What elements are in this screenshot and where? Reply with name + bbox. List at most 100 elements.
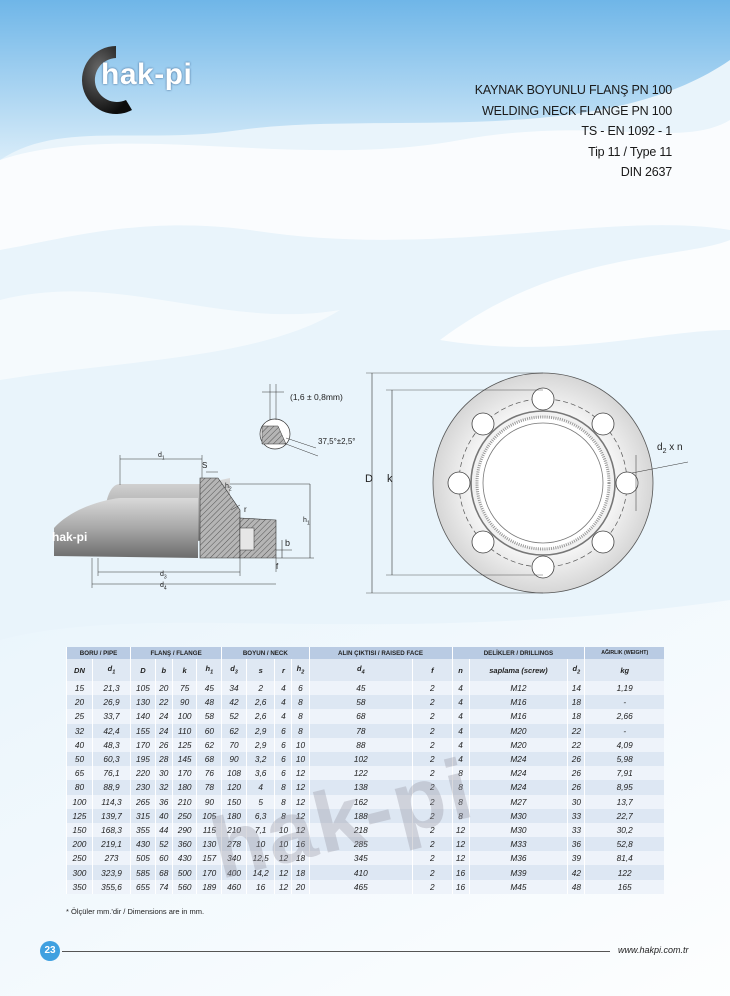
column-header: f <box>412 659 452 681</box>
table-cell: 165 <box>584 879 664 894</box>
table-cell: 12 <box>451 822 470 838</box>
table-cell: 2 <box>412 808 452 823</box>
table-cell: 6 <box>291 681 309 696</box>
title-line-din: DIN 2637 <box>620 165 672 179</box>
column-header: kg <box>584 659 664 681</box>
table-cell: 65 <box>66 766 93 781</box>
table-cell: 78 <box>308 723 413 738</box>
table-cell: M36 <box>468 851 568 866</box>
table-cell: 180 <box>221 808 247 823</box>
table-cell: 285 <box>308 837 413 852</box>
table-cell: 16 <box>245 879 275 894</box>
table-cell: 219,1 <box>91 837 131 852</box>
table-cell: 168,3 <box>91 822 131 838</box>
table-cell: 8 <box>451 794 470 809</box>
table-cell: 355,6 <box>91 879 131 894</box>
table-cell: 2,9 <box>245 737 275 752</box>
flange-technical-drawing <box>54 372 689 594</box>
table-cell: 12 <box>291 766 309 781</box>
table-cell: 340 <box>221 851 247 866</box>
table-cell: 10 <box>291 751 309 767</box>
table-cell: 2 <box>412 737 452 752</box>
table-cell: 68 <box>154 865 173 880</box>
flange-side-view <box>54 455 314 588</box>
table-cell: 20 <box>66 695 93 710</box>
table-cell: 12 <box>291 780 309 795</box>
table-cell: 12 <box>274 879 292 894</box>
table-cell: 14 <box>567 681 585 696</box>
table-cell: M24 <box>468 780 568 795</box>
table-cell: 170 <box>196 865 222 880</box>
table-cell: 350 <box>66 879 93 894</box>
dim-D: D <box>365 473 373 485</box>
table-cell: M30 <box>468 808 568 823</box>
table-cell: 430 <box>130 837 156 852</box>
table-cell: 8 <box>291 723 309 738</box>
table-cell: 40 <box>66 737 93 752</box>
column-header: r <box>274 659 292 681</box>
table-cell: 3,2 <box>245 751 275 767</box>
dim-r: r <box>244 505 247 514</box>
website-link[interactable]: www.hakpi.com.tr <box>618 945 689 955</box>
table-cell: 4 <box>451 723 470 738</box>
table-cell: 500 <box>171 865 197 880</box>
table-cell: 12 <box>274 865 292 880</box>
table-cell: 10 <box>245 837 275 852</box>
table-cell: 355 <box>130 822 156 838</box>
table-cell: 4,09 <box>584 737 664 752</box>
table-cell: 230 <box>130 780 156 795</box>
table-cell: 90 <box>221 751 247 767</box>
table-cell: 108 <box>221 766 247 781</box>
table-cell: 68 <box>196 751 222 767</box>
title-line-tr: KAYNAK BOYUNLU FLANŞ PN 100 <box>474 83 672 97</box>
title-line-en: WELDING NECK FLANGE PN 100 <box>482 103 672 118</box>
table-cell: 162 <box>308 794 413 809</box>
table-cell: 130 <box>196 837 222 852</box>
table-cell: 585 <box>130 865 156 880</box>
table-cell: 26 <box>567 751 585 767</box>
table-cell: 45 <box>196 681 222 696</box>
table-cell: 58 <box>196 709 222 724</box>
table-cell: M33 <box>468 837 568 852</box>
dimension-note: * Ölçüler mm.'dir / Dimensions are in mm… <box>66 907 205 916</box>
group-drillings: DELİKLER / DRILLINGS <box>451 647 585 659</box>
table-cell: 52,8 <box>584 837 664 852</box>
table-group-header: BORU / PIPE FLANŞ / FLANGE BOYUN / NECK … <box>65 647 664 659</box>
table-cell: 8 <box>451 766 470 781</box>
table-cell: M16 <box>468 695 568 710</box>
table-cell: 16 <box>451 879 470 894</box>
table-cell: 34 <box>221 681 247 696</box>
table-cell: 32 <box>154 780 173 795</box>
table-cell: M20 <box>468 737 568 752</box>
title-block: KAYNAK BOYUNLU FLANŞ PN 100 WELDING NECK… <box>475 80 672 183</box>
dim-b: b <box>285 538 291 548</box>
table-cell: 465 <box>308 879 413 894</box>
table-cell: 105 <box>130 681 156 696</box>
group-flange: FLANŞ / FLANGE <box>130 647 222 659</box>
group-weight: AĞIRLIK (WEIGHT) <box>584 647 664 659</box>
table-cell: 42,4 <box>91 723 131 738</box>
table-cell: 4 <box>451 737 470 752</box>
flange-front-view <box>366 372 689 594</box>
table-cell: 32 <box>66 723 93 738</box>
table-cell: 58 <box>308 695 413 710</box>
table-cell: 33 <box>567 822 585 838</box>
table-cell: 2 <box>412 723 452 738</box>
dim-k: k <box>387 473 393 485</box>
table-cell: 12 <box>291 808 309 823</box>
table-cell: 250 <box>66 851 93 866</box>
table-cell: M39 <box>468 865 568 880</box>
table-cell: 88 <box>308 737 413 752</box>
table-cell: 8,95 <box>584 780 664 795</box>
table-cell: 189 <box>196 879 222 894</box>
table-cell: 30,2 <box>584 822 664 838</box>
